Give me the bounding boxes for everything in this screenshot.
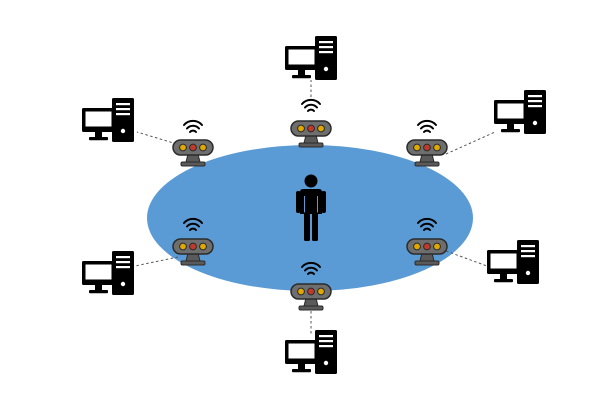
depth-camera-icon	[290, 283, 332, 311]
sensor-top-right	[406, 119, 448, 167]
wifi-icon	[417, 119, 437, 133]
desktop-computer-icon	[487, 240, 539, 284]
sensor-top	[290, 98, 332, 148]
desktop-computer-icon	[82, 251, 134, 295]
wifi-icon	[183, 119, 203, 133]
person-icon	[296, 174, 326, 241]
desktop-computer-icon	[494, 90, 546, 134]
link-top-right	[445, 131, 496, 155]
depth-camera-icon	[290, 120, 332, 148]
sensor-top-left	[172, 119, 214, 167]
link-bottom-right	[445, 250, 488, 267]
link-bottom-left	[134, 256, 179, 267]
wifi-icon	[301, 98, 321, 112]
desktop-computer-icon	[82, 98, 134, 142]
connection-lines	[134, 80, 496, 336]
desktop-computer-icon	[285, 36, 337, 80]
desktop-computer-icon	[285, 330, 337, 374]
